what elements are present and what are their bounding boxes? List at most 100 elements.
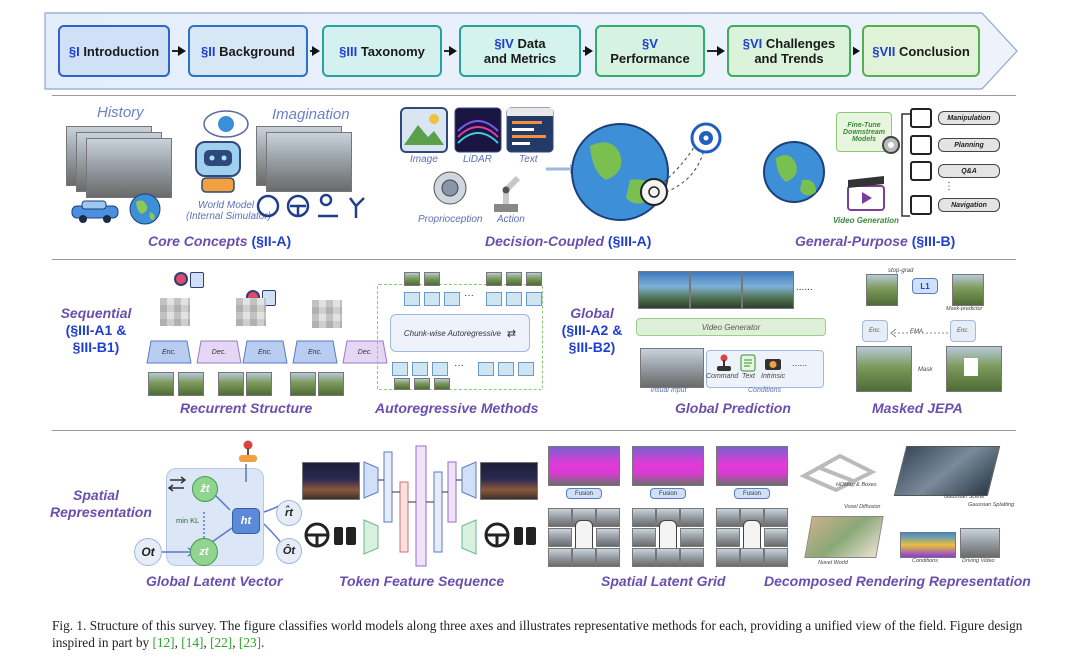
camera-view [656, 548, 680, 567]
lidar-label: LiDAR [463, 154, 492, 165]
fusion-box: Fusion [566, 488, 602, 499]
section-number: §IV [494, 36, 514, 51]
generated-frame [690, 271, 742, 309]
command-label: Command [706, 373, 739, 380]
section-number: §V [642, 36, 658, 51]
caption-cite[interactable]: [14] [181, 635, 204, 650]
camera-view [632, 528, 656, 547]
chunk-autoregressive-box: Chunk-wise Autoregressive ⇄ [390, 314, 530, 352]
caption-cite[interactable]: [12] [152, 635, 175, 650]
output-frame [526, 272, 542, 286]
caption-cite[interactable]: [23] [238, 635, 262, 650]
conditions-dots: ...... [792, 358, 808, 368]
section-number: §III [339, 43, 358, 59]
generated-frame [638, 271, 690, 309]
car-icon [71, 200, 119, 223]
image-icon [400, 107, 448, 153]
camera-view [632, 508, 656, 527]
camera-view [680, 528, 704, 547]
h-node: ht [232, 508, 260, 534]
camera-view [764, 508, 788, 527]
steering-wheel-icon [484, 522, 510, 548]
history-label: History [97, 104, 144, 121]
proprioception-icon [433, 171, 467, 205]
flow-step-2: §II Background [188, 25, 308, 77]
conditions-label: Conditions [912, 558, 938, 564]
min-kl-label: min KL [176, 516, 200, 525]
history-frame [86, 138, 172, 198]
figure-caption: Fig. 1. Structure of this survey. The fi… [52, 618, 1023, 650]
token-grid [312, 300, 342, 328]
general-purpose-caption: General-Purpose (§III-B) [795, 233, 956, 249]
camera-view [680, 508, 704, 527]
encoder-block: Enc. [292, 340, 338, 364]
block-label: Enc. [307, 348, 322, 356]
mask-predictor-label: Mask-predictor [946, 306, 983, 312]
flow-arrow [310, 46, 320, 56]
sequential-label: Sequential (§III-A1 & §III-B1) [60, 305, 132, 355]
proprioception-label: Proprioception [418, 214, 483, 225]
input-frame [178, 372, 204, 396]
visual-input-label: Visual Input [650, 387, 687, 394]
o-node: Ot [134, 538, 162, 566]
earth-icon [763, 141, 825, 203]
mask-label: Mask [918, 367, 933, 373]
input-frame [148, 372, 174, 396]
novel-world-scene [804, 516, 884, 558]
driving-video-frame [960, 528, 1000, 558]
seg-frame [632, 446, 704, 486]
video-generator-box: Video Generator [636, 318, 826, 336]
flow-arrow [707, 46, 725, 56]
input-token [432, 362, 448, 376]
recurrent-caption: Recurrent Structure [180, 400, 313, 416]
task-qa: Q&A [938, 164, 1000, 178]
decoder-block: Dec. [196, 340, 242, 364]
step-line2: and Metrics [483, 51, 557, 66]
input-token [478, 362, 494, 376]
mask-block [964, 358, 978, 376]
pedals-icon [514, 527, 536, 545]
predicted-patch [952, 274, 984, 306]
section-number: §VII [872, 43, 896, 59]
encoder-block: Enc. [146, 340, 192, 364]
internal-simulator-label: (Internal Simulator) [186, 211, 272, 222]
step-line2: and Trends [754, 51, 824, 66]
lidar-icon [454, 107, 502, 153]
camera-view [548, 528, 572, 547]
imagination-label: Imagination [272, 106, 350, 123]
frames-dots: ...... [796, 282, 813, 293]
caption-cite[interactable]: [22] [210, 635, 233, 650]
task-icon [910, 161, 932, 181]
task-dots: ⋮ [944, 181, 954, 192]
input-frame [414, 378, 430, 390]
caption-prefix: Fig. 1. [52, 618, 87, 633]
context-encoder: Enc. [950, 320, 976, 342]
output-token [526, 292, 542, 306]
task-icon [910, 135, 932, 155]
finetune-label: Models [851, 135, 877, 143]
masked-jepa-caption: Masked JEPA [872, 400, 963, 416]
camera-view [596, 508, 620, 527]
control-icons [256, 193, 365, 218]
gaussian-scene [893, 446, 1001, 496]
seg-frame [548, 446, 620, 486]
task-navigation: Navigation [938, 198, 1000, 212]
camera-view [572, 548, 596, 567]
z-node: zt [190, 538, 218, 566]
section-number: §VI [742, 36, 763, 51]
camera-view [764, 548, 788, 567]
flow-arrow [444, 46, 457, 56]
visual-input-frame [640, 348, 704, 388]
earth-icon [129, 193, 161, 225]
joystick-icon [239, 440, 257, 462]
output-token [404, 292, 420, 306]
output-token [444, 292, 460, 306]
input-frame [290, 372, 316, 396]
camera-view [716, 508, 740, 527]
agent-icon [174, 272, 188, 286]
conditions-label: Conditions [748, 387, 782, 394]
instruction-icon [190, 272, 204, 288]
finetune-label: Fine-Tune [847, 121, 881, 129]
l1-box: L1 [912, 278, 938, 294]
